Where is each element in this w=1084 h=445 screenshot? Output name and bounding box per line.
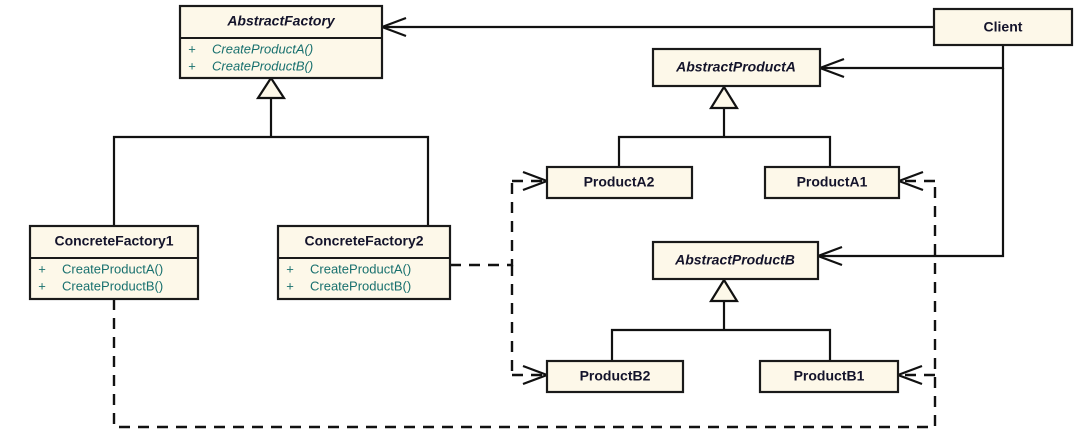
member-signature: CreateProductA() [310, 261, 411, 276]
edge-client-to-abstractproducta [816, 46, 1005, 79]
edge-generalization-productb [610, 277, 832, 361]
member-visibility: + [286, 278, 294, 293]
member-visibility: + [38, 278, 46, 293]
edge-dependency-factory1-products [112, 170, 937, 429]
class-title-product-a2: ProductA2 [584, 174, 655, 190]
class-title-concrete-factory-2: ConcreteFactory2 [304, 233, 423, 249]
class-title-abstract-product-b: AbstractProductB [674, 252, 795, 268]
class-title-product-b2: ProductB2 [580, 368, 651, 384]
class-box-abstract-factory[interactable]: AbstractFactory + CreateProductA() + Cre… [178, 4, 384, 80]
class-box-abstract-product-a[interactable]: AbstractProductA [651, 47, 822, 88]
edge-client-to-abstractfactory [378, 16, 934, 38]
member-signature: CreateProductB() [62, 278, 163, 293]
member-signature: CreateProductB() [212, 58, 313, 73]
member-visibility: + [188, 58, 196, 73]
class-box-product-a2[interactable]: ProductA2 [545, 165, 694, 200]
edge-generalization-factories [112, 75, 430, 226]
class-box-product-a1[interactable]: ProductA1 [763, 165, 901, 200]
member-signature: CreateProductB() [310, 278, 411, 293]
class-box-product-b1[interactable]: ProductB1 [758, 359, 900, 394]
member-signature: CreateProductA() [212, 41, 313, 56]
class-title-client: Client [984, 19, 1023, 35]
class-title-abstract-product-a: AbstractProductA [675, 59, 796, 75]
edge-generalization-producta [617, 84, 832, 167]
member-visibility: + [286, 261, 294, 276]
class-title-concrete-factory-1: ConcreteFactory1 [54, 233, 173, 249]
class-box-client[interactable]: Client [932, 7, 1074, 47]
member-visibility: + [38, 261, 46, 276]
edge-dependency-factory2-products [450, 170, 551, 386]
class-box-product-b2[interactable]: ProductB2 [545, 359, 685, 394]
class-box-concrete-factory-1[interactable]: ConcreteFactory1 + CreateProductA() + Cr… [28, 224, 200, 301]
member-signature: CreateProductA() [62, 261, 163, 276]
class-title-product-a1: ProductA1 [797, 174, 868, 190]
class-box-abstract-product-b[interactable]: AbstractProductB [651, 240, 820, 281]
class-title-product-b1: ProductB1 [794, 368, 865, 384]
member-visibility: + [188, 41, 196, 56]
class-box-concrete-factory-2[interactable]: ConcreteFactory2 + CreateProductA() + Cr… [276, 224, 452, 301]
class-title-abstract-factory: AbstractFactory [226, 13, 336, 29]
